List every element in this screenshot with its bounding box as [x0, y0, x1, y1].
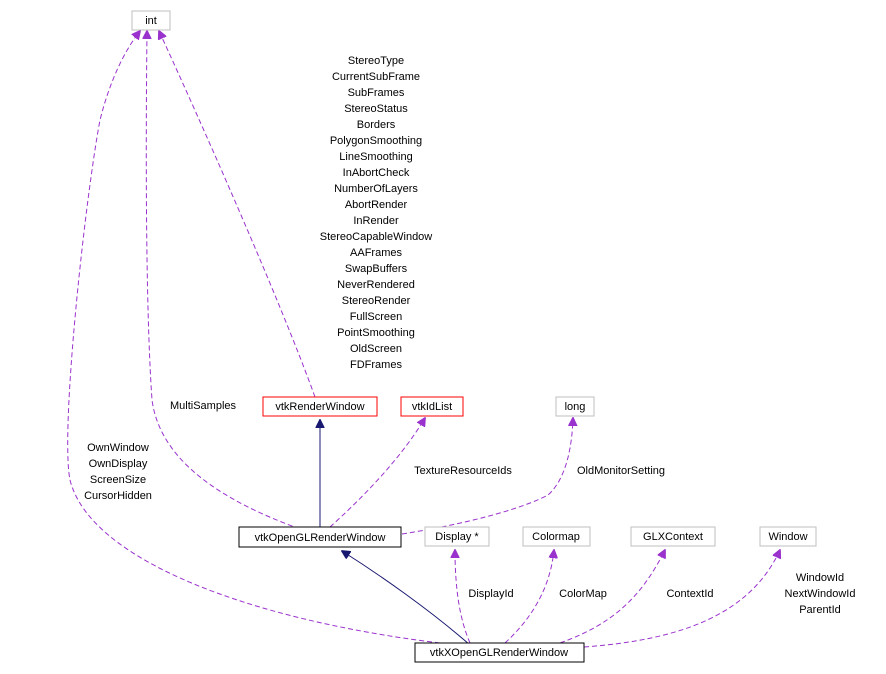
- member-label: ParentId: [799, 604, 841, 616]
- member-label: OwnDisplay: [89, 458, 148, 470]
- member-label: CurrentSubFrame: [332, 71, 420, 83]
- edge-use-xopengl-to-colormap: [504, 550, 554, 644]
- node-vtkxopenglrenderwindow[interactable]: vtkXOpenGLRenderWindow: [414, 642, 585, 663]
- member-label: StereoType: [348, 55, 404, 67]
- member-label: Borders: [357, 119, 396, 131]
- node-glxcontext-label: GLXContext: [643, 531, 703, 543]
- node-colormap-label: Colormap: [532, 531, 580, 543]
- node-glxcontext[interactable]: GLXContext: [630, 526, 716, 547]
- node-display-label: Display *: [435, 531, 479, 543]
- member-label: CursorHidden: [84, 490, 152, 502]
- member-label: AAFrames: [350, 247, 402, 259]
- edge-inherit-xopengl-to-opengl: [342, 551, 471, 646]
- node-vtkopenglrenderwindow[interactable]: vtkOpenGLRenderWindow: [238, 526, 402, 548]
- member-label: StereoCapableWindow: [320, 231, 433, 243]
- member-label: LineSmoothing: [339, 151, 412, 163]
- color-map-label: ColorMap: [559, 588, 607, 600]
- node-long[interactable]: long: [555, 396, 595, 417]
- member-label: AbortRender: [345, 199, 408, 211]
- node-vtkxopenglrenderwindow-label: vtkXOpenGLRenderWindow: [430, 647, 568, 659]
- member-label: NeverRendered: [337, 279, 415, 291]
- edge-use-xopengl-to-int: [67, 31, 441, 644]
- node-vtkopenglrenderwindow-label: vtkOpenGLRenderWindow: [255, 532, 386, 544]
- member-label: StereoStatus: [344, 103, 408, 115]
- member-label: OldScreen: [350, 343, 402, 355]
- context-id-label: ContextId: [666, 588, 713, 600]
- member-label: OwnWindow: [87, 442, 149, 454]
- member-label: PolygonSmoothing: [330, 135, 422, 147]
- member-label: WindowId: [796, 572, 844, 584]
- node-vtkrenderwindow[interactable]: vtkRenderWindow: [262, 396, 378, 417]
- renderwindow-member-list: StereoType CurrentSubFrame SubFrames Ste…: [320, 55, 433, 371]
- node-int-label: int: [145, 15, 157, 27]
- node-colormap[interactable]: Colormap: [522, 526, 591, 547]
- member-label: InAbortCheck: [343, 167, 410, 179]
- edge-use-opengl-to-long: [401, 418, 573, 535]
- window-member-list: WindowId NextWindowId ParentId: [785, 572, 856, 616]
- member-label: FullScreen: [350, 311, 403, 323]
- xwindow-int-member-list: OwnWindow OwnDisplay ScreenSize CursorHi…: [84, 442, 152, 502]
- member-label: SwapBuffers: [345, 263, 408, 275]
- member-label: PointSmoothing: [337, 327, 415, 339]
- member-label: FDFrames: [350, 359, 402, 371]
- edge-use-xopengl-to-glxcontext: [559, 550, 665, 644]
- member-label: StereoRender: [342, 295, 411, 307]
- node-int[interactable]: int: [131, 10, 171, 31]
- node-vtkrenderwindow-label: vtkRenderWindow: [275, 401, 364, 413]
- member-label: InRender: [353, 215, 399, 227]
- member-label: SubFrames: [348, 87, 405, 99]
- display-id-label: DisplayId: [468, 588, 513, 600]
- multisamples-label: MultiSamples: [170, 400, 237, 412]
- node-window-label: Window: [768, 531, 807, 543]
- edge-use-xopengl-to-display: [455, 550, 471, 644]
- old-monitor-setting-label: OldMonitorSetting: [577, 465, 665, 477]
- node-window[interactable]: Window: [759, 526, 817, 547]
- node-vtkidlist-label: vtkIdList: [412, 401, 452, 413]
- edge-use-xopengl-to-window: [583, 550, 780, 648]
- member-label: NumberOfLayers: [334, 183, 418, 195]
- edge-use-renderwindow-to-int: [159, 31, 316, 398]
- node-display[interactable]: Display *: [424, 526, 490, 547]
- edge-use-opengl-to-idlist: [329, 418, 425, 528]
- member-label: NextWindowId: [785, 588, 856, 600]
- texture-resource-ids-label: TextureResourceIds: [414, 465, 512, 477]
- node-long-label: long: [565, 401, 586, 413]
- node-vtkidlist[interactable]: vtkIdList: [400, 396, 464, 417]
- edge-use-opengl-to-int: [146, 31, 301, 530]
- member-label: ScreenSize: [90, 474, 146, 486]
